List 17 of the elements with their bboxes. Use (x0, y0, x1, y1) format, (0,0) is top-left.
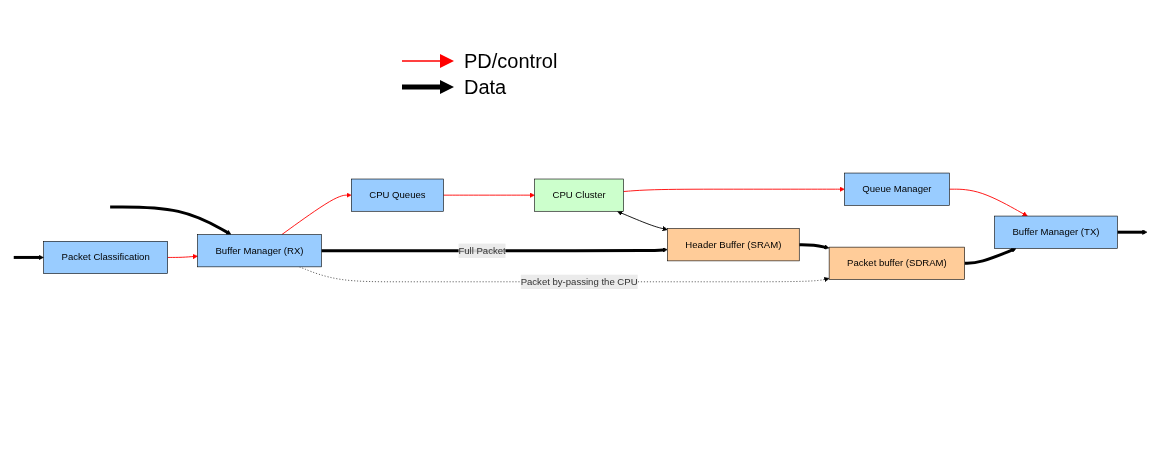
node-box: Packet Classification (43, 241, 168, 274)
edge-label: Full Packet (458, 245, 506, 256)
node-box: Buffer Manager (TX) (994, 215, 1118, 249)
arrow (13, 254, 44, 261)
node-box: Queue Manager (844, 172, 950, 206)
arrow (964, 247, 1017, 265)
arrow (799, 243, 830, 250)
edge-label: Packet by-passing the CPU (520, 276, 638, 287)
node-box: CPU Cluster (534, 178, 624, 212)
node-box: Buffer Manager (RX) (197, 234, 322, 268)
legend-label: Data (464, 75, 507, 99)
node-box: Packet buffer (SDRAM) (828, 246, 965, 280)
legend-label: PD/control (464, 49, 558, 73)
node-box: CPU Queues (351, 178, 444, 212)
node-box: Header Buffer (SRAM) (667, 228, 800, 262)
arrow (1117, 229, 1148, 235)
arrow (110, 205, 232, 235)
